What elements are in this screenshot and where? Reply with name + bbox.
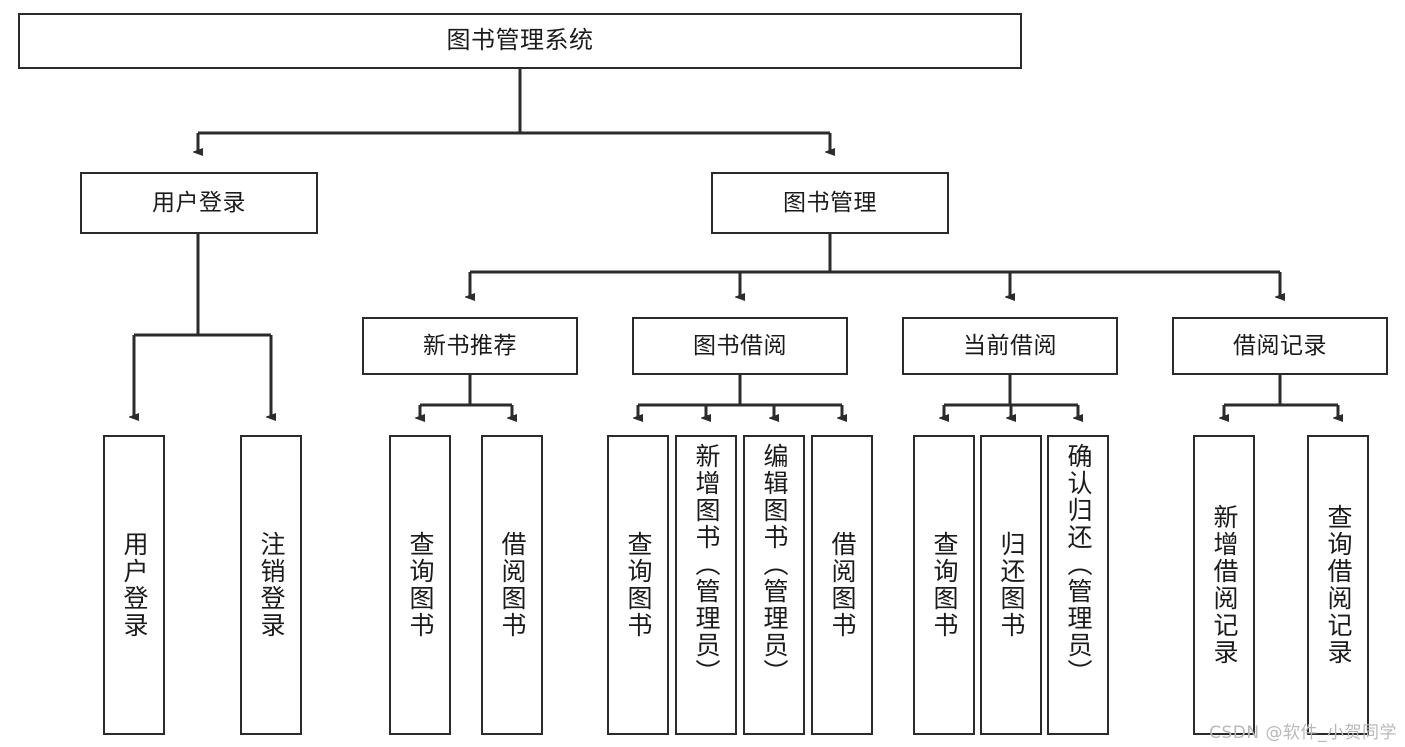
node-borrow-record[interactable]: 借阅记录 (1172, 317, 1388, 375)
leaf-borrow-add-book-admin[interactable]: 新增图书（管理员） (675, 435, 737, 735)
node-label: 当前借阅 (963, 332, 1057, 359)
leaf-record-add-record[interactable]: 新增借阅记录 (1193, 435, 1255, 735)
node-user-login[interactable]: 用户登录 (80, 172, 318, 234)
leaf-current-return-book[interactable]: 归还图书 (980, 435, 1042, 735)
node-label: 确认归还（管理员） (1064, 443, 1093, 686)
node-label: 新书推荐 (423, 332, 517, 359)
node-new-book-recommend[interactable]: 新书推荐 (362, 317, 578, 375)
leaf-newbook-query-book[interactable]: 查询图书 (389, 435, 451, 735)
leaf-current-query-book[interactable]: 查询图书 (913, 435, 975, 735)
watermark-text: CSDN @软件_小贺同学 (1209, 723, 1397, 743)
node-label: 归还图书 (997, 531, 1026, 639)
leaf-borrow-borrow-book[interactable]: 借阅图书 (811, 435, 873, 735)
node-book-borrow[interactable]: 图书借阅 (632, 317, 848, 375)
node-label: 借阅记录 (1233, 332, 1327, 359)
node-label: 查询图书 (406, 531, 435, 639)
node-label: 新增借阅记录 (1210, 504, 1239, 666)
node-label: 编辑图书（管理员） (760, 443, 789, 686)
node-current-borrow[interactable]: 当前借阅 (902, 317, 1118, 375)
leaf-user-login-signin[interactable]: 用户登录 (103, 435, 165, 735)
node-label: 图书管理 (783, 189, 877, 216)
node-label: 用户登录 (152, 189, 246, 216)
leaf-current-confirm-return-admin[interactable]: 确认归还（管理员） (1047, 435, 1109, 735)
node-label: 注销登录 (257, 531, 286, 639)
node-label: 借阅图书 (498, 531, 527, 639)
leaf-record-query-record[interactable]: 查询借阅记录 (1307, 435, 1369, 735)
node-book-management[interactable]: 图书管理 (711, 172, 949, 234)
node-label: 图书管理系统 (446, 26, 594, 55)
node-label: 查询图书 (624, 531, 653, 639)
leaf-user-login-signout[interactable]: 注销登录 (240, 435, 302, 735)
leaf-borrow-edit-book-admin[interactable]: 编辑图书（管理员） (743, 435, 805, 735)
leaf-newbook-borrow-book[interactable]: 借阅图书 (481, 435, 543, 735)
node-root-system[interactable]: 图书管理系统 (18, 13, 1022, 69)
node-label: 查询图书 (930, 531, 959, 639)
node-label: 图书借阅 (693, 332, 787, 359)
node-label: 用户登录 (120, 531, 149, 639)
node-label: 新增图书（管理员） (692, 443, 721, 686)
leaf-borrow-query-book[interactable]: 查询图书 (607, 435, 669, 735)
node-label: 查询借阅记录 (1324, 504, 1353, 666)
node-label: 借阅图书 (828, 531, 857, 639)
